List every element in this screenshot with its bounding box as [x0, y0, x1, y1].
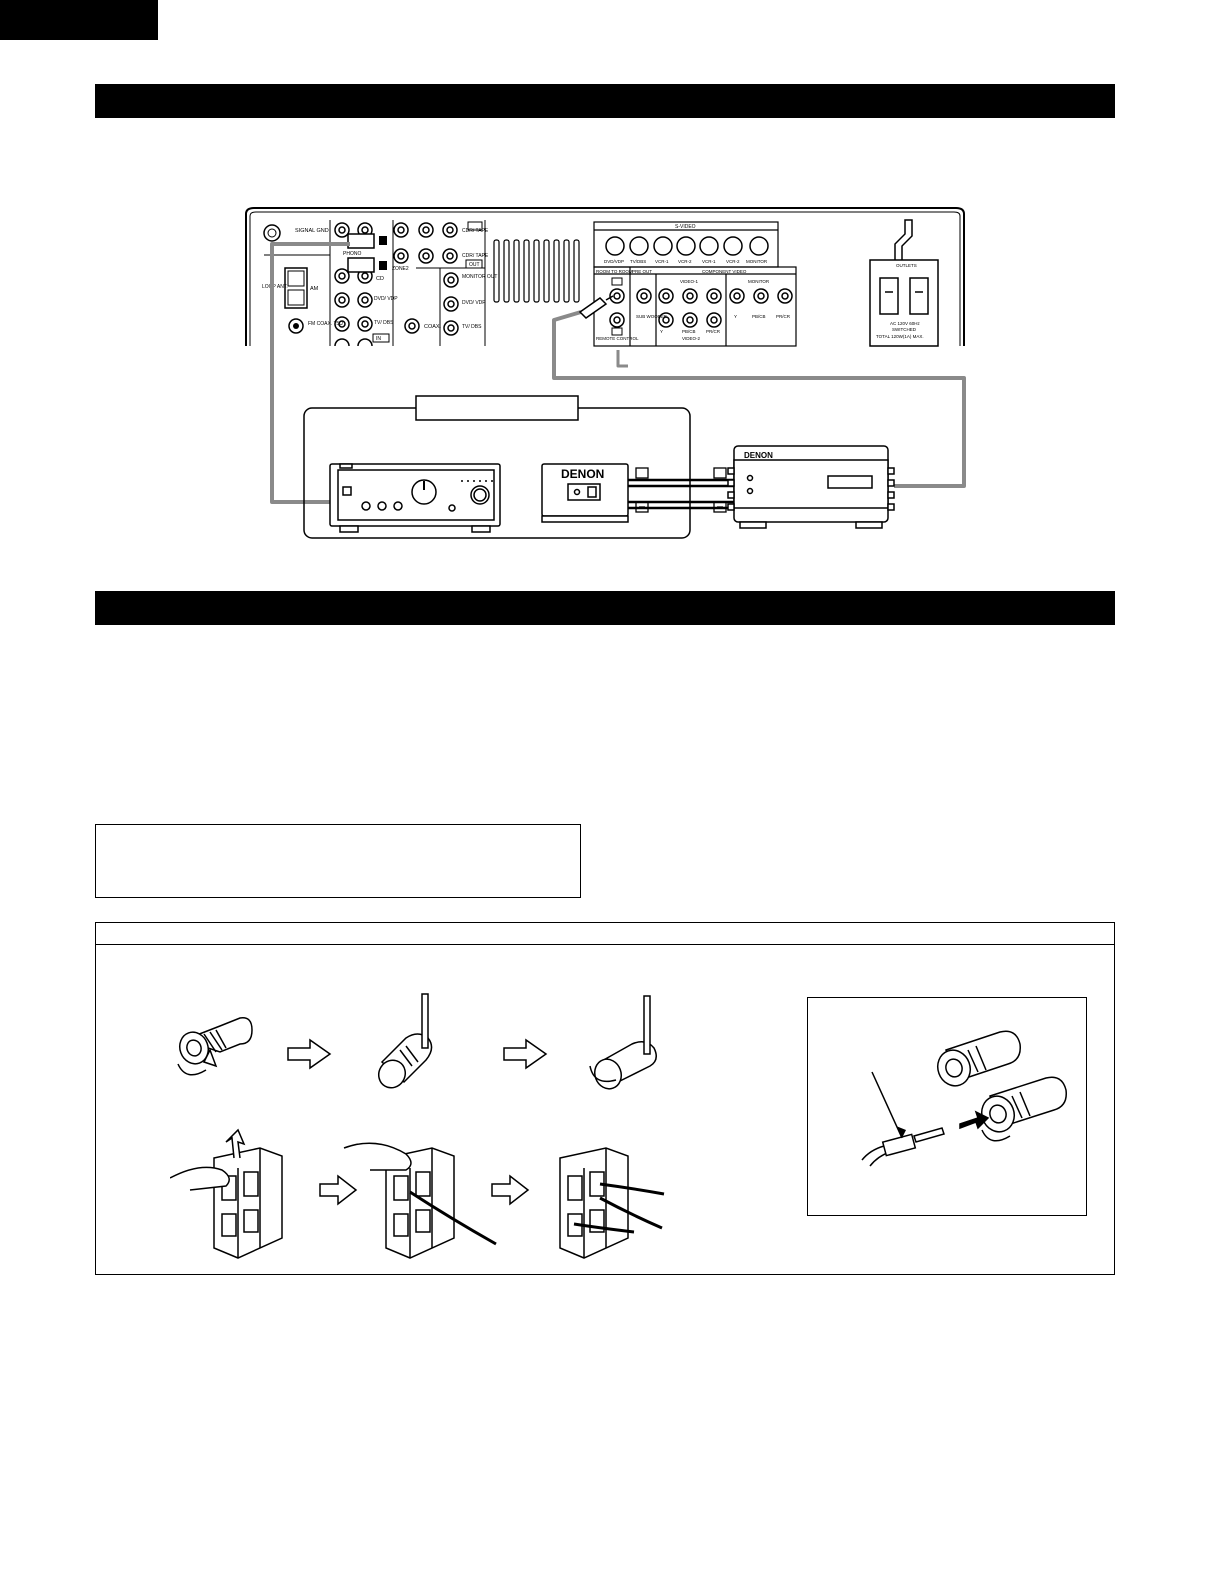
speaker-connection-panel-header	[96, 923, 1114, 945]
room-to-room-label: ROOM TO ROOM	[596, 269, 633, 274]
spring-terminal-step-2	[343, 1142, 497, 1259]
out-badge-label: OUT	[469, 262, 480, 268]
zone2-label: ZONE2	[392, 266, 409, 272]
signal-gnd-label: SIGNAL GND	[295, 228, 329, 234]
terminal-upper	[937, 1030, 1021, 1087]
dvd-vdp-label-2: DVD/ VDP	[462, 300, 486, 306]
cd-label: CD	[376, 276, 384, 282]
sv-vcr2-label: VCR-2	[678, 259, 692, 264]
prcr-label: PR/CR	[706, 329, 721, 334]
pbcb-label: PB/CB	[682, 329, 696, 334]
screw-terminal-steps	[177, 993, 657, 1090]
unit-brand-logo: DENON	[744, 451, 773, 460]
in-badge	[372, 333, 390, 343]
svideo-jacks	[605, 236, 769, 256]
phono-to-amp-cable	[270, 242, 350, 504]
digital-jack-column	[404, 222, 459, 336]
video2-label: VIDEO-2	[682, 336, 701, 341]
sv-tv-label: TV/DBS	[630, 259, 646, 264]
outlets-label: OUTLETS	[896, 263, 917, 268]
connection-cables	[270, 242, 966, 504]
note-box	[95, 824, 581, 898]
fm-antenna-terminal: FM COAX. 75Ω	[288, 318, 343, 334]
signal-gnd-terminal: SIGNAL GND	[263, 224, 329, 242]
video1-label: VIDEO-1	[680, 279, 699, 284]
spring-terminal-step-1	[170, 1128, 283, 1259]
section-header-bar-1	[95, 84, 1115, 118]
cdr-tape-in-label: CDR/ TAPE	[462, 228, 489, 234]
room2-label-box	[415, 395, 579, 421]
in-badge-label: IN	[376, 336, 381, 342]
remote-control-cable	[552, 310, 966, 488]
zone2-jacks	[393, 222, 409, 264]
terminal-lower	[981, 1076, 1067, 1142]
banana-plug-illustration	[861, 1030, 1067, 1167]
integrated-amplifier	[329, 463, 501, 533]
dvd-vdp-label: DVD/ VDP	[374, 296, 398, 302]
screw-terminal-step-3	[589, 995, 657, 1090]
ac-rating-3: TOTAL 120W(1A) MAX.	[876, 334, 924, 339]
ventilation-slots	[493, 239, 580, 303]
banana-plug	[861, 1110, 990, 1167]
page-tab-marker	[0, 0, 158, 40]
remote-jack-cable	[616, 350, 628, 368]
sv-vcr2b-label: VCR-2	[726, 259, 740, 264]
room-to-room-connection-diagram: SIGNAL GND LOOP ANT. AM FM COAX. 75Ω PHO…	[245, 207, 966, 539]
coax-label: COAX.	[424, 324, 442, 330]
loop-ant-label: LOOP ANT.	[262, 284, 288, 290]
ac-rating-1: AC 120V 60Hz	[890, 321, 921, 326]
remote-sensor-speaker	[541, 463, 629, 523]
spring-terminal-step-3	[559, 1147, 665, 1259]
monitor-label: MONITOR	[748, 279, 770, 284]
monitor-out-label: MONITOR OUT	[462, 274, 497, 280]
remote-control-unit	[727, 445, 895, 529]
monitor-pbcb-label: PB/CB	[752, 314, 766, 319]
am-antenna-terminal: LOOP ANT. AM	[262, 267, 319, 309]
y-label: Y	[660, 329, 663, 334]
phono-label: PHONO	[343, 251, 361, 257]
polarity-markers	[635, 467, 727, 513]
sub-woofer-label: SUB WOOFER	[636, 314, 668, 319]
ac-rating-2: SWITCHED	[892, 327, 917, 332]
tv-dbs-label: TV/ DBS	[374, 320, 394, 326]
tv-dbs-label-2: TV/ DBS	[462, 324, 482, 330]
spring-arrow-2	[491, 1174, 530, 1206]
remote-control-label: REMOTE CONTROL	[596, 336, 639, 341]
step-arrow-1	[287, 1038, 332, 1070]
sv-dvd-label: DVD/VDP	[604, 259, 624, 264]
ac-outlets	[869, 219, 939, 347]
component-jacks	[609, 288, 793, 328]
speaker-connection-panel	[95, 922, 1115, 1275]
cdr-tape-out-label: CDR/ TAPE	[462, 253, 489, 259]
phono-jacks: PHONO	[343, 233, 387, 273]
receiver-rear-panel	[245, 207, 965, 346]
sv-vcr1b-label: VCR-1	[702, 259, 716, 264]
monitor-y-label: Y	[734, 314, 737, 319]
monitor-prcr-label: PR/CR	[776, 314, 791, 319]
audio-jack-column	[334, 222, 373, 347]
spring-arrow-1	[319, 1174, 358, 1206]
speaker-wires	[628, 478, 734, 510]
remote-plug	[578, 295, 614, 319]
fm-label: FM COAX. 75Ω	[308, 321, 343, 327]
step-arrow-2	[503, 1038, 548, 1070]
sv-monitor-label: MONITOR	[746, 259, 768, 264]
screw-terminal-step-2	[377, 993, 433, 1089]
pre-out-label: PRE OUT	[632, 269, 652, 274]
speaker-brand-logo: DENON	[561, 467, 604, 481]
am-label: AM	[310, 286, 319, 292]
spring-terminal-steps	[170, 1128, 665, 1259]
section-header-bar-2	[95, 591, 1115, 625]
component-video-label: COMPONENT VIDEO	[702, 269, 747, 274]
sv-vcr1-label: VCR-1	[655, 259, 669, 264]
banana-plug-inset	[807, 997, 1087, 1216]
svideo-label: S-VIDEO	[675, 224, 696, 230]
screw-terminal-step-1	[177, 1017, 253, 1076]
